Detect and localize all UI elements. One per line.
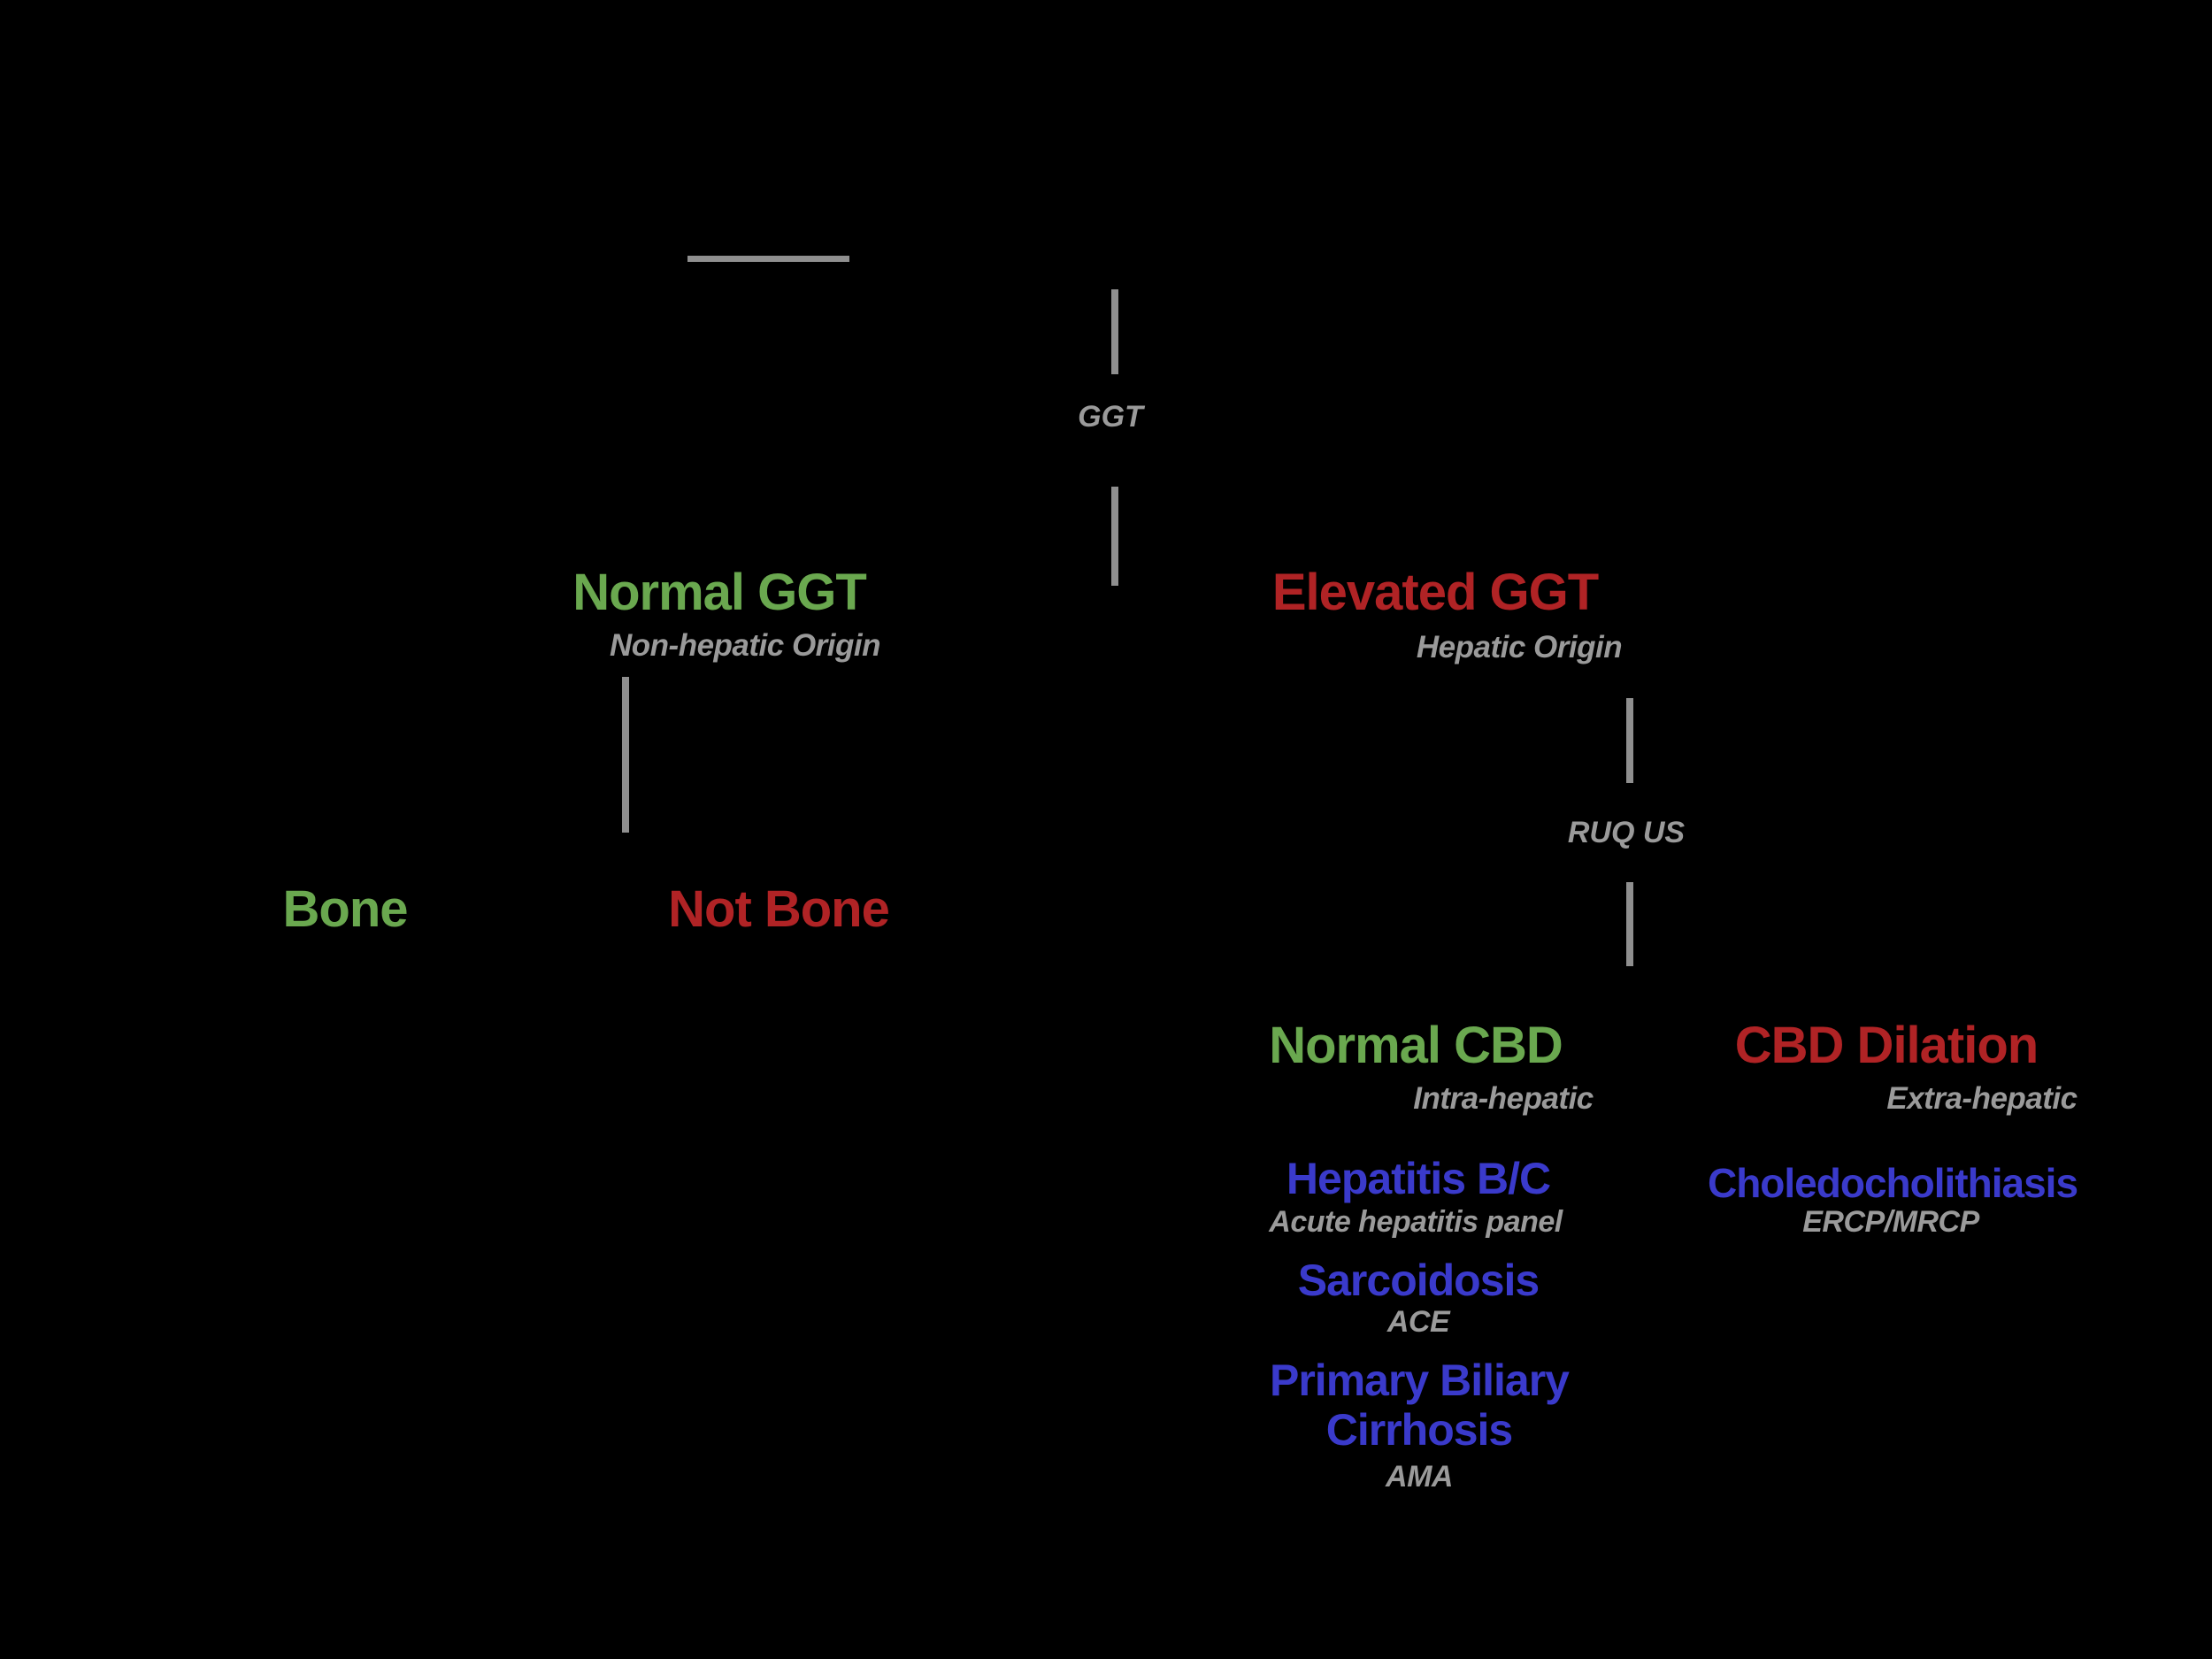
diagnosis-sarcoidosis: Sarcoidosis — [1297, 1256, 1540, 1305]
ggt-connector-upper — [1111, 289, 1118, 374]
node-cbd-dilation-subtitle: Extra-hepatic — [1886, 1081, 2078, 1116]
diagnosis-primary-biliary-cirrhosis: Primary Biliary Cirrhosis — [1270, 1356, 1570, 1455]
ggt-branch-label: GGT — [1078, 400, 1143, 434]
node-normal-ggt-subtitle: Non-hepatic Origin — [610, 628, 881, 663]
top-bracket-line — [687, 256, 849, 262]
diagnosis-choledocholithiasis: Choledocholithiasis — [1707, 1160, 2078, 1206]
node-not-bone: Not Bone — [668, 880, 890, 938]
ruq-branch-label: RUQ US — [1567, 816, 1686, 849]
node-normal-cbd: Normal CBD — [1269, 1017, 1563, 1074]
node-cbd-dilation: CBD Dilation — [1734, 1017, 2039, 1074]
node-normal-cbd-subtitle: Intra-hepatic — [1413, 1081, 1594, 1116]
ruq-connector-upper — [1626, 698, 1633, 783]
test-ama: AMA — [1386, 1460, 1453, 1494]
test-acute-hepatitis-panel: Acute hepatitis panel — [1269, 1205, 1563, 1239]
node-bone: Bone — [282, 880, 409, 938]
node-normal-ggt: Normal GGT — [572, 564, 867, 621]
ggt-connector-lower — [1111, 487, 1118, 586]
diagnosis-hepatitis-bc: Hepatitis B/C — [1286, 1154, 1551, 1203]
test-ercp-mrcp: ERCP/MRCP — [1802, 1205, 1979, 1239]
node-elevated-ggt-subtitle: Hepatic Origin — [1416, 630, 1623, 664]
normal-ggt-connector — [622, 677, 629, 833]
test-ace: ACE — [1386, 1305, 1450, 1339]
node-elevated-ggt: Elevated GGT — [1271, 564, 1599, 621]
ruq-connector-lower — [1626, 882, 1633, 966]
